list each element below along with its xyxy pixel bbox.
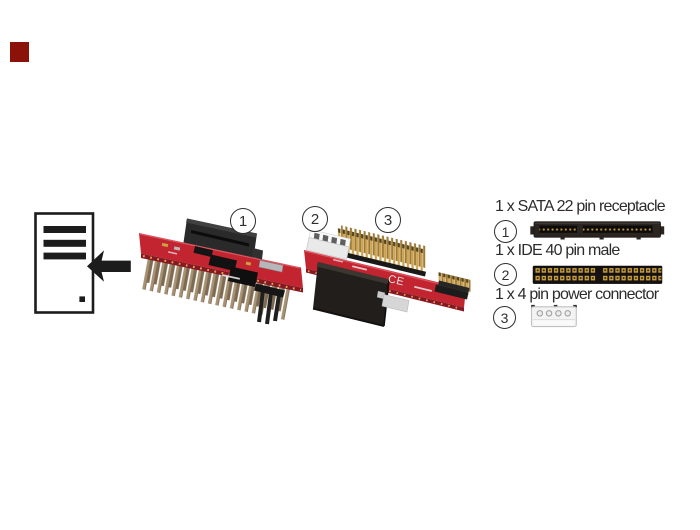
4pin-power-connector-graphic [530,304,577,328]
chip-large [228,266,258,287]
legend-callout-3-number: 3 [500,309,509,326]
document-line-3 [43,252,86,260]
silkscreen-mark [414,285,432,292]
board-callout-2: 2 [302,206,328,232]
pcb1-edge-highlight [139,233,301,269]
board-callout-2-number: 2 [310,210,320,228]
silkscreen-mark [167,251,178,255]
chip-medium [208,254,237,271]
ide-pins-top-front-row [337,228,425,274]
document-with-arrow-icon [34,212,131,314]
arrow-left-icon [87,250,131,282]
passive-component [161,242,169,248]
bottom-jumper-pins [254,283,285,325]
legend-callout-3: 3 [493,306,516,329]
board-callout-1: 1 [230,208,256,234]
document-dot [79,296,85,302]
passive-component [245,261,252,266]
silkscreen-mark [352,265,368,271]
ce-mark-print: CE [387,273,406,288]
adapter-board-2: CE [304,225,471,327]
connector-tab-small [377,291,385,299]
molex-power-connector [306,229,351,260]
sata-receptacle-block [312,262,390,327]
document-line-2 [43,239,86,247]
board-callout-3: 3 [375,207,401,233]
passive-component [173,246,181,251]
legend-callout-2: 2 [494,263,517,286]
ide-pins-front-row [140,257,292,321]
legend-callout-1-number: 1 [501,223,510,240]
legend-label-sata: 1 x SATA 22 pin receptacle [495,198,666,215]
board-callout-3-number: 3 [383,211,393,229]
chip-small [193,246,213,257]
silkscreen-mark [222,274,241,280]
crystal-oscillator [258,260,284,273]
sata-22pin-receptacle-graphic [530,221,665,240]
pcb1-solder-pads [142,255,302,291]
legend-label-ide: 1 x IDE 40 pin male [495,242,620,259]
connector-tab [381,294,410,313]
document-line-1 [43,226,86,233]
ide-40pin-male-graphic [532,265,663,284]
ide-header-base [333,249,426,277]
legend-callout-2-number: 2 [501,266,510,283]
legend-callout-1: 1 [494,220,517,243]
brand-logo-mark [10,42,29,62]
legend-label-power: 1 x 4 pin power connector [495,286,659,303]
jumper-pin-cluster [434,272,471,300]
board-callout-1-number: 1 [238,212,248,230]
adapter-board-1 [139,218,303,325]
silkscreen-mark [333,258,344,263]
